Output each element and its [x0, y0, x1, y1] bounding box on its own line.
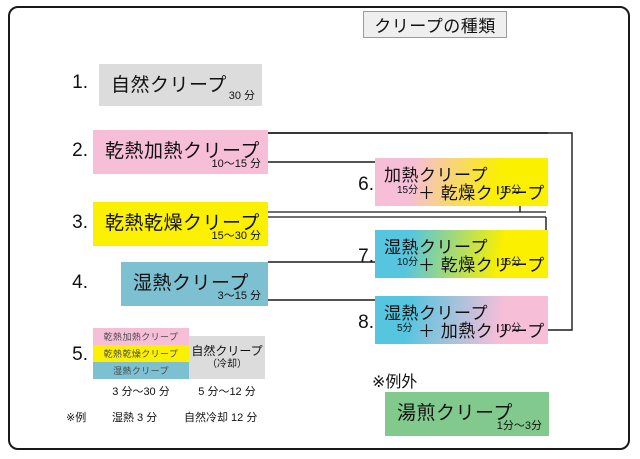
cooling-sublabel: （冷却） — [207, 358, 247, 370]
combo-6-line2: ＋ 乾燥クリープ — [418, 184, 545, 203]
item-label-3: 乾熱乾燥クリープ — [105, 213, 260, 234]
item5-caption-right: 5 分〜12 分 — [198, 386, 256, 398]
combo-8-line2: ＋ 加熱クリープ — [418, 322, 545, 341]
combo-7-plus: + — [463, 253, 469, 264]
combo-box-6[interactable]: 加熱クリープ 15分 + 15分 ＋ 乾燥クリープ — [375, 158, 548, 206]
item-number-1: 1. — [72, 72, 88, 93]
item-number-5: 5. — [72, 344, 88, 365]
item5-note-marker: ※例 — [66, 412, 87, 424]
exception-heading: ※例外 — [372, 374, 418, 391]
combo-8-line1: 湿熱クリープ — [384, 304, 488, 323]
item-number-8: 8. — [358, 312, 374, 333]
item5-note-right: 自然冷却 12 分 — [184, 412, 258, 424]
item-duration-3: 15〜30 分 — [211, 230, 261, 242]
item5-caption-left: 3 分〜30 分 — [112, 386, 170, 398]
item-duration-1: 30 分 — [228, 90, 255, 102]
combo-7-line1: 湿熱クリープ — [384, 238, 488, 257]
combo-8-duration2: 10分 — [500, 323, 522, 334]
item5-stack[interactable]: 乾熱加熱クリープ 乾熱乾燥クリープ 湿熱クリープ — [93, 328, 189, 379]
combo-box-7[interactable]: 湿熱クリープ 10分 + 15分 ＋ 乾燥クリープ — [375, 230, 548, 278]
item5-cooling-box[interactable]: 自然クリープ （冷却） — [189, 336, 265, 379]
combo-6-duration2: 15分 — [500, 185, 522, 196]
stack-row-dry-drying: 乾熱乾燥クリープ — [93, 345, 189, 362]
combo-8-duration1: 5分 — [397, 323, 413, 334]
item-number-4: 4. — [72, 272, 88, 293]
combo-7-duration1: 10分 — [397, 257, 419, 268]
combo-6-line1: 加熱クリープ — [384, 166, 488, 185]
exception-box-yusen-creep[interactable]: 湯煎クリープ 1分〜3分 — [385, 392, 549, 436]
page-title: クリープの種類 — [363, 11, 507, 38]
item-label-4: 湿熱クリープ — [133, 273, 249, 294]
item-duration-4: 3〜15 分 — [217, 290, 261, 302]
combo-7-line2: ＋ 乾燥クリープ — [418, 256, 545, 275]
item-box-dry-drying-creep[interactable]: 乾熱乾燥クリープ 15〜30 分 — [93, 202, 268, 246]
combo-8-plus: + — [463, 319, 469, 330]
item-label-2: 乾熱加熱クリープ — [105, 141, 260, 162]
item-number-3: 3. — [72, 212, 88, 233]
item-box-moist-heat-creep[interactable]: 湿熱クリープ 3〜15 分 — [121, 262, 268, 306]
item-number-7: 7. — [358, 246, 374, 267]
combo-7-duration2: 15分 — [500, 257, 522, 268]
item-box-dry-heat-creep[interactable]: 乾熱加熱クリープ 10〜15 分 — [93, 130, 268, 174]
combo-box-8[interactable]: 湿熱クリープ 5分 + 10分 ＋ 加熱クリープ — [375, 296, 548, 344]
item-box-natural-creep[interactable]: 自然クリープ 30 分 — [99, 64, 262, 106]
item-duration-2: 10〜15 分 — [211, 158, 261, 170]
item-number-2: 2. — [72, 140, 88, 161]
combo-6-duration1: 15分 — [397, 185, 419, 196]
item-label-1: 自然クリープ — [111, 75, 227, 96]
stack-row-dry-heat: 乾熱加熱クリープ — [93, 328, 189, 345]
item5-note-left: 湿熱 3 分 — [112, 412, 158, 424]
exception-duration: 1分〜3分 — [496, 420, 542, 432]
cooling-label: 自然クリープ — [191, 343, 263, 358]
stack-row-moist-heat: 湿熱クリープ — [93, 362, 189, 379]
exception-label: 湯煎クリープ — [397, 403, 513, 424]
combo-6-plus: + — [463, 181, 469, 192]
item-number-6: 6. — [358, 174, 374, 195]
